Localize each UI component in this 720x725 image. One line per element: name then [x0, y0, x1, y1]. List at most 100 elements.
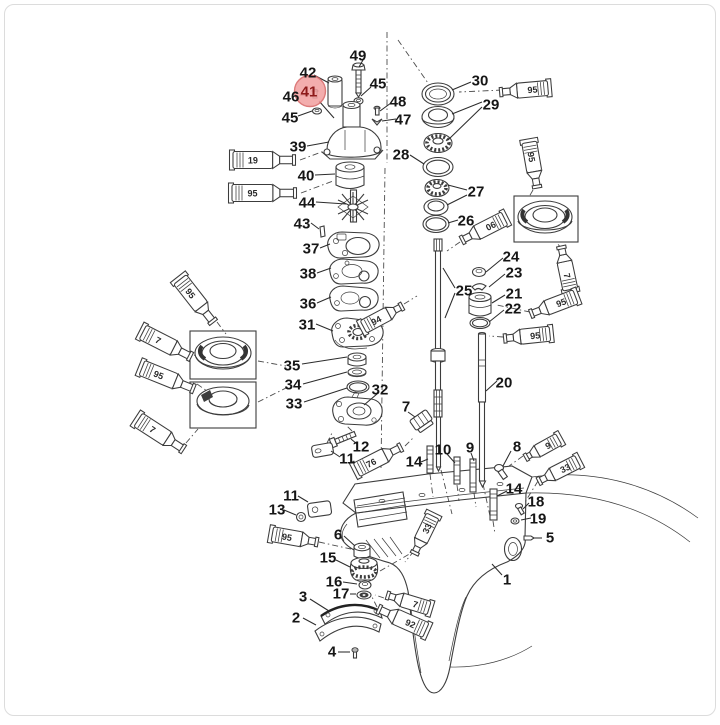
part-label-6: 6	[334, 527, 342, 544]
part-label-3: 3	[299, 589, 307, 606]
part-label-14: 14	[406, 454, 423, 471]
lubricant-tube-95: 95	[498, 78, 553, 100]
part-nut-24	[471, 266, 487, 278]
lubricant-tube-9: 9	[522, 429, 567, 463]
part-label-8: 8	[513, 439, 521, 456]
label-leader	[358, 59, 364, 68]
part-anode-block-11-lower	[306, 500, 333, 518]
label-leader	[306, 141, 330, 147]
label-leader	[502, 450, 512, 467]
label-leader	[447, 106, 483, 141]
part-pinion-gear-15	[349, 556, 379, 583]
lubricant-tube-95: 95	[519, 136, 543, 190]
tube-label-06: 06	[484, 219, 497, 232]
part-strip-2	[314, 616, 382, 642]
dash-leader	[216, 321, 227, 335]
label-leader	[488, 273, 506, 288]
dash-leader	[528, 189, 534, 198]
part-label-22: 22	[505, 301, 522, 318]
part-label-13: 13	[269, 502, 286, 519]
part-label-4: 4	[328, 644, 337, 661]
lubricant-tube-7: 7	[384, 590, 436, 618]
label-leader	[451, 101, 483, 115]
dash-leader	[524, 480, 539, 503]
part-label-45: 45	[282, 110, 299, 127]
lubricant-tube-95: 95	[266, 524, 320, 548]
part-boxed-sleeve-left	[189, 381, 257, 429]
label-leader	[302, 617, 317, 626]
dash-leader	[300, 180, 334, 194]
lubricant-tube-94: 94	[355, 301, 406, 337]
part-stud-14-lower	[489, 488, 498, 521]
label-leader	[343, 535, 356, 547]
part-washer-34	[347, 367, 367, 378]
part-clip-23	[471, 283, 487, 291]
part-bolt-49	[351, 62, 366, 99]
part-oring-33	[346, 380, 370, 394]
part-label-40: 40	[298, 168, 315, 185]
label-leader	[379, 102, 392, 112]
label-leader	[491, 294, 506, 304]
dash-leader	[371, 596, 378, 608]
part-label-18: 18	[528, 494, 545, 511]
label-leader	[447, 219, 459, 224]
label-leader	[451, 81, 472, 91]
dash-leader	[318, 541, 352, 550]
part-label-29: 29	[483, 97, 500, 114]
label-leader	[420, 458, 429, 463]
label-leader	[314, 173, 336, 176]
part-plate-32	[332, 391, 383, 426]
tube-label-7: 7	[411, 599, 419, 610]
label-leader	[491, 563, 503, 576]
label-leader	[446, 453, 456, 464]
dash-leader	[446, 241, 461, 252]
part-label-39: 39	[290, 139, 307, 156]
part-strip-3	[320, 603, 383, 625]
part-label-43: 43	[294, 216, 311, 233]
part-gearcase-housing	[340, 465, 699, 694]
part-nut-16	[358, 580, 372, 590]
part-label-30: 30	[472, 73, 489, 90]
label-leader	[485, 257, 504, 273]
part-label-21: 21	[506, 286, 523, 303]
tube-label-76: 76	[364, 456, 377, 469]
label-leader	[488, 309, 505, 323]
label-leader	[363, 393, 378, 406]
part-seal-35	[347, 352, 367, 367]
label-leader	[318, 100, 335, 119]
dash-leader	[374, 594, 385, 599]
part-seal-30	[421, 82, 455, 106]
label-leader	[409, 154, 425, 165]
part-water-pump-body-39	[321, 100, 384, 160]
lubricant-tube-06: 06	[458, 208, 513, 246]
label-leader	[442, 267, 456, 289]
lubricant-tube-7: 7	[129, 409, 188, 455]
part-pump-cup-40	[335, 161, 365, 190]
part-nut-45-lower	[311, 107, 323, 115]
lubricant-tube-92: 92	[375, 603, 434, 641]
part-bearing-race-29	[421, 105, 455, 129]
part-washer-26	[422, 214, 450, 234]
part-label-49: 49	[350, 48, 367, 65]
label-leader	[360, 86, 372, 97]
part-plate-37	[327, 231, 380, 259]
part-label-1: 1	[503, 572, 511, 589]
part-screw-4	[351, 647, 359, 659]
label-leader	[319, 243, 331, 249]
lubricant-tube-95: 95	[169, 270, 219, 327]
dash-leader	[482, 483, 491, 517]
part-label-35: 35	[284, 358, 301, 375]
label-leader	[470, 452, 475, 462]
part-nut-13	[295, 511, 307, 523]
part-label-23: 23	[506, 265, 523, 282]
dash-leader	[456, 484, 460, 502]
part-sleeve-42	[327, 75, 343, 109]
part-oring-28	[422, 156, 454, 178]
highlight-layer	[293, 74, 327, 108]
part-label-2: 2	[292, 610, 300, 627]
tube-label-7: 7	[154, 335, 163, 346]
part-label-9: 9	[466, 440, 474, 457]
label-leader	[283, 509, 297, 516]
